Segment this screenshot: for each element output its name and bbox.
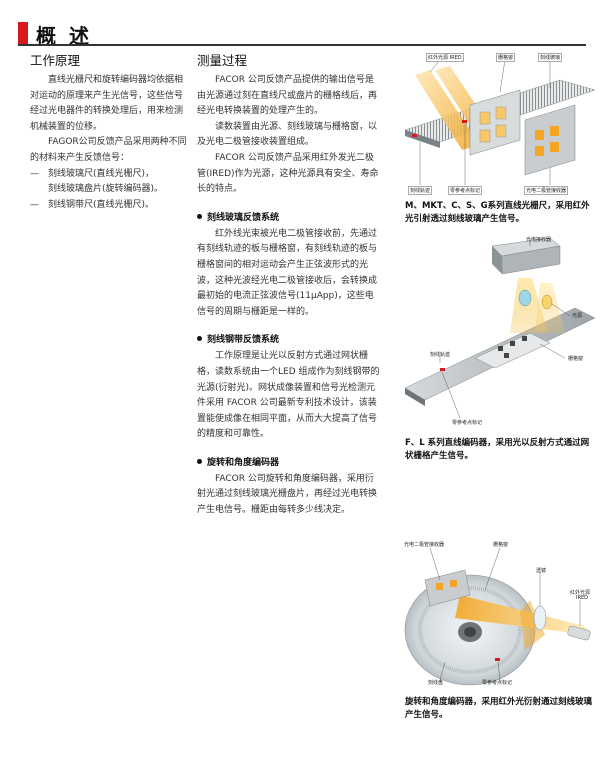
title-rule — [18, 44, 586, 46]
list-marker: — — [30, 199, 39, 210]
fig1-label-photodiode: 光电二极管接收器 — [524, 186, 569, 195]
material-list: — 刻线玻璃尺(直线光栅尺)， 刻线玻璃盘片(旋转编码器)。 — 刻线钢带尺(直… — [30, 167, 188, 214]
principle-paragraph-1: 直线光栅尺和旋转编码器均依据相对运动的原理来产生光信号，这些信号经过光电器件的转… — [30, 75, 184, 132]
fig2-label-track: 刻线轨迹 — [430, 352, 451, 358]
glass-feedback-heading: 刻线玻璃反馈系统 — [197, 210, 380, 223]
fig3-label-ired: IRED — [576, 595, 588, 601]
fig2-label-grating-window: 栅格窗 — [568, 356, 584, 362]
bullet-icon — [197, 458, 202, 464]
fig3-caption: 旋转和角度编码器，采用红外光衍射通过刻线玻璃产生信号。 — [405, 697, 593, 720]
glass-scale-drawing — [404, 59, 596, 185]
process-paragraph-2: 读数装置由光源、刻线玻璃与栅格窗，以及光电二极管接收装置组成。 — [197, 121, 378, 148]
fig1-label-glass: 刻线玻璃 — [538, 53, 563, 62]
steel-tape-illustration: 光电接收器 光源 刻线轨迹 栅格窗 零参考点标记 — [400, 237, 600, 433]
fig1-label-track: 刻线轨迹 — [408, 186, 433, 195]
bullet-icon — [197, 213, 202, 219]
list-item-text: 刻线玻璃尺(直线光栅尺)， — [48, 168, 155, 179]
fig3-label-ir-source: 红外光源 — [570, 590, 591, 596]
fig3-label-photodiode: 光电二极管接收器 — [404, 542, 445, 548]
title-accent-block — [18, 22, 28, 44]
rotary-encoder-illustration: 光电二极管接收器 栅格窗 透镜 红外光源 IRED 刻线盘 零参考点标记 — [400, 540, 600, 690]
working-principle-heading: 工作原理 — [30, 53, 81, 68]
rotary-encoder-heading: 旋转和角度编码器 — [197, 455, 380, 468]
process-paragraph-1: FACOR 公司反馈产品提供的输出信号是由光源通过刻在直线尺或盘片的栅格线后，再… — [197, 75, 378, 117]
fig3-label-grating-window: 栅格窗 — [493, 542, 509, 548]
list-item-text: 刻线钢带尺(直线光栅尺)。 — [48, 199, 155, 210]
fig2-caption: F、L 系列直线编码器，采用光以反射方式通过网状栅格产生信号。 — [405, 438, 590, 461]
list-marker: — — [30, 168, 39, 179]
fig3-label-disc: 刻线盘 — [428, 680, 444, 686]
steel-tape-drawing — [404, 237, 596, 419]
glass-feedback-text: 红外线光束被光电二极管接收前，先通过有刻线轨迹的板与栅格窗，有刻线轨迹的板与栅格… — [197, 228, 378, 317]
rotary-encoder-drawing — [404, 547, 591, 686]
fig1-label-reference: 零参考点标记 — [448, 186, 483, 195]
list-item: — 刻线钢带尺(直线光栅尺)。 — [30, 198, 188, 214]
fig1-label-ired: 红外光源 IRED — [426, 53, 464, 62]
list-item: 刻线玻璃盘片(旋转编码器)。 — [30, 182, 188, 198]
fig1-label-grating-window: 栅格窗 — [496, 53, 516, 62]
measurement-process-column: 测量过程 FACOR 公司反馈产品提供的输出信号是由光源通过刻在直线尺或盘片的栅… — [197, 50, 380, 519]
page-header: 概 述 — [0, 22, 604, 48]
fig2-label-light-source: 光源 — [572, 313, 583, 319]
list-item-text: 刻线玻璃盘片(旋转编码器)。 — [48, 184, 164, 195]
fig3-label-lens: 透镜 — [536, 568, 547, 574]
fig3-label-reference: 零参考点标记 — [482, 680, 513, 686]
bullet-icon — [197, 336, 202, 342]
rotary-encoder-text: FACOR 公司旋转和角度编码器，采用衍射光通过刻线玻璃光栅盘片，再经过光电转换… — [197, 473, 378, 516]
list-marker — [30, 182, 48, 198]
process-paragraph-3: FACOR 公司反馈产品采用红外发光二极管(IRED)作为光源，这种光源具有安全… — [197, 152, 379, 195]
fig1-caption: M、MKT、C、S、G系列直线光栅尺，采用红外光引射透过刻线玻璃产生信号。 — [405, 201, 590, 224]
measurement-process-heading: 测量过程 — [197, 53, 248, 68]
list-item: — 刻线玻璃尺(直线光栅尺)， — [30, 167, 188, 183]
working-principle-column: 工作原理 直线光栅尺和旋转编码器均依据相对运动的原理来产生光信号，这些信号经过光… — [30, 50, 188, 213]
fig2-label-receiver: 光电接收器 — [526, 237, 552, 243]
fig2-label-reference: 零参考点标记 — [452, 420, 483, 426]
principle-paragraph-2: FAGOR公司反馈产品采用两种不同的材料来产生反馈信号： — [30, 137, 187, 163]
glass-scale-illustration: 红外光源 IRED 栅格窗 刻线玻璃 刻线轨迹 零参考点标记 光电二极管接收器 — [400, 50, 600, 230]
steel-feedback-text: 工作原理是让光以反射方式通过网状栅格，读数系统由一个LED 组成作为刻线钢带的光… — [197, 351, 380, 440]
steel-feedback-heading: 刻线钢带反馈系统 — [197, 332, 380, 345]
